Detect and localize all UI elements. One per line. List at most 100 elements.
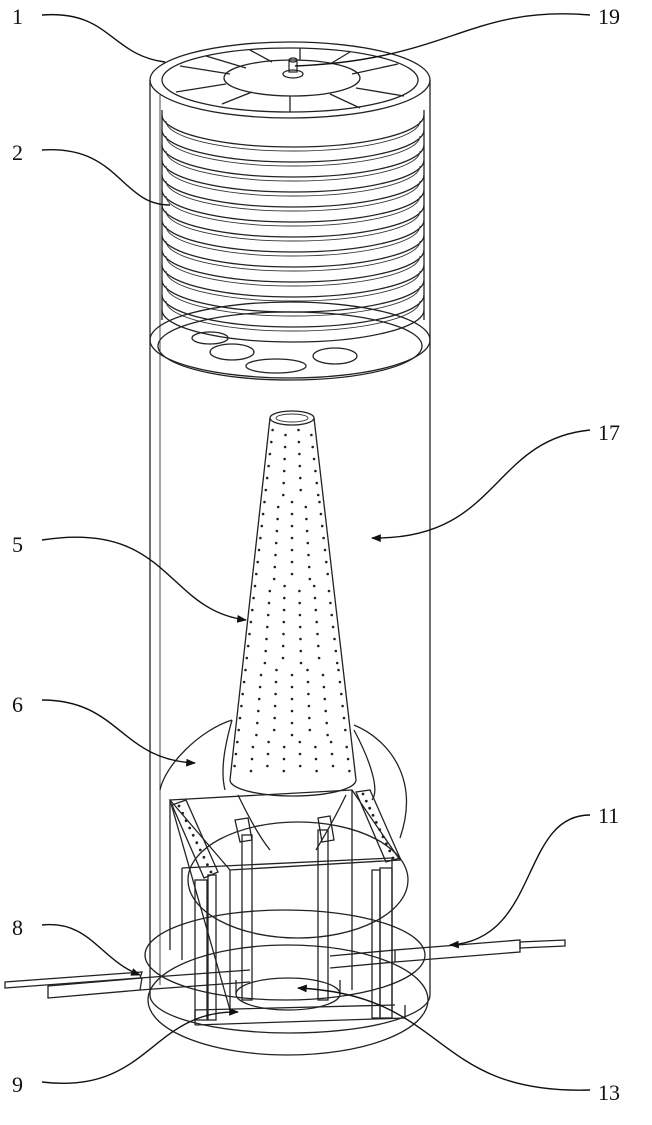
- perforation-dot: [317, 645, 320, 648]
- perforation-dot: [300, 662, 303, 665]
- perforation-dot: [324, 710, 327, 713]
- plate-hole: [378, 828, 381, 831]
- reference-labels: 1 19 2 17 5 6 11 8 9 13: [12, 4, 620, 1105]
- leader-1: [42, 15, 165, 62]
- perforation-dot: [314, 470, 317, 473]
- plate-hole: [372, 814, 375, 817]
- perforation-dot: [309, 729, 312, 732]
- perforation-dot: [259, 537, 262, 540]
- perforation-dot: [298, 590, 301, 593]
- perforation-dot: [322, 674, 325, 677]
- perforation-dot: [315, 770, 318, 773]
- perforation-dot: [265, 489, 268, 492]
- perforation-dot: [313, 458, 316, 461]
- perforation-dot: [270, 441, 273, 444]
- perforation-dot: [315, 621, 318, 624]
- perforation-dot: [257, 710, 260, 713]
- perforation-dot: [233, 765, 236, 768]
- perforation-dot: [299, 765, 302, 768]
- perforation-dot: [269, 453, 272, 456]
- perforation-dot: [241, 693, 244, 696]
- perforation-dot: [291, 686, 294, 689]
- plate-hole: [382, 835, 385, 838]
- perforation-dot: [259, 686, 262, 689]
- perforation-dot: [255, 573, 258, 576]
- perforation-dot: [282, 494, 285, 497]
- perforation-dot: [325, 722, 328, 725]
- plate-hole: [362, 793, 365, 796]
- perforation-dot: [326, 573, 329, 576]
- perforation-dot: [308, 717, 311, 720]
- perforation-dot: [267, 741, 270, 744]
- perforation-dot: [291, 525, 294, 528]
- plate-hole: [210, 871, 213, 874]
- label-13: 13: [598, 1080, 620, 1105]
- perforation-dot: [243, 681, 246, 684]
- perforation-dot: [273, 729, 276, 732]
- perforation-dot: [345, 746, 348, 749]
- perforation-dot: [298, 602, 301, 605]
- perforation-dot: [283, 609, 286, 612]
- perforation-dot: [299, 614, 302, 617]
- perforation-dot: [254, 585, 257, 588]
- label-8: 8: [12, 915, 23, 940]
- leader-11: [450, 815, 590, 945]
- top-fan-disc: [162, 48, 418, 112]
- perforation-dot: [263, 501, 266, 504]
- perforation-dot: [291, 573, 294, 576]
- perforation-dot: [323, 686, 326, 689]
- label-19: 19: [598, 4, 620, 29]
- plate-hole: [375, 821, 378, 824]
- leader-13: [298, 988, 590, 1090]
- cone-perforations: [233, 429, 350, 773]
- perforation-dot: [291, 722, 294, 725]
- perforation-dot: [299, 465, 302, 468]
- leader-6: [42, 700, 195, 763]
- perforation-dot: [256, 561, 259, 564]
- perforation-dot: [274, 705, 277, 708]
- perforation-dot: [266, 477, 269, 480]
- perforation-dot: [299, 477, 302, 480]
- perforation-dot: [282, 482, 285, 485]
- label-17: 17: [598, 420, 620, 445]
- perforation-dot: [283, 458, 286, 461]
- perforation-dot: [291, 549, 294, 552]
- perforation-dot: [326, 734, 329, 737]
- leader-17: [372, 430, 590, 538]
- perforation-dot: [239, 717, 242, 720]
- perforation-dot: [247, 645, 250, 648]
- leader-8: [42, 925, 140, 975]
- label-6: 6: [12, 692, 23, 717]
- plate-hole: [199, 849, 202, 852]
- plate-hole: [388, 850, 391, 853]
- perforation-dot: [317, 494, 320, 497]
- plate-hole: [192, 834, 195, 837]
- perforation-dot: [298, 453, 301, 456]
- perforation-dot: [313, 585, 316, 588]
- perforation-dot: [283, 621, 286, 624]
- perforation-dot: [305, 518, 308, 521]
- perforation-dot: [284, 434, 287, 437]
- perforation-dot: [339, 681, 342, 684]
- perforation-dot: [335, 650, 338, 653]
- perforation-dot: [291, 537, 294, 540]
- perforation-dot: [250, 770, 253, 773]
- perforation-dot: [322, 537, 325, 540]
- perforation-dot: [299, 489, 302, 492]
- perforation-dot: [255, 734, 258, 737]
- perforation-dot: [250, 621, 253, 624]
- perforation-dot: [344, 729, 347, 732]
- perforation-dot: [291, 710, 294, 713]
- side-pipes: [5, 940, 565, 998]
- perforation-dot: [269, 590, 272, 593]
- perforation-dot: [275, 542, 278, 545]
- perforation-dot: [341, 705, 344, 708]
- perforation-dot: [343, 717, 346, 720]
- perforation-dot: [265, 638, 268, 641]
- perforation-dot: [291, 674, 294, 677]
- perforation-dot: [268, 602, 271, 605]
- perforation-dot: [264, 650, 267, 653]
- perforation-dot: [240, 705, 243, 708]
- plate-hole: [185, 819, 188, 822]
- perforation-dot: [299, 741, 302, 744]
